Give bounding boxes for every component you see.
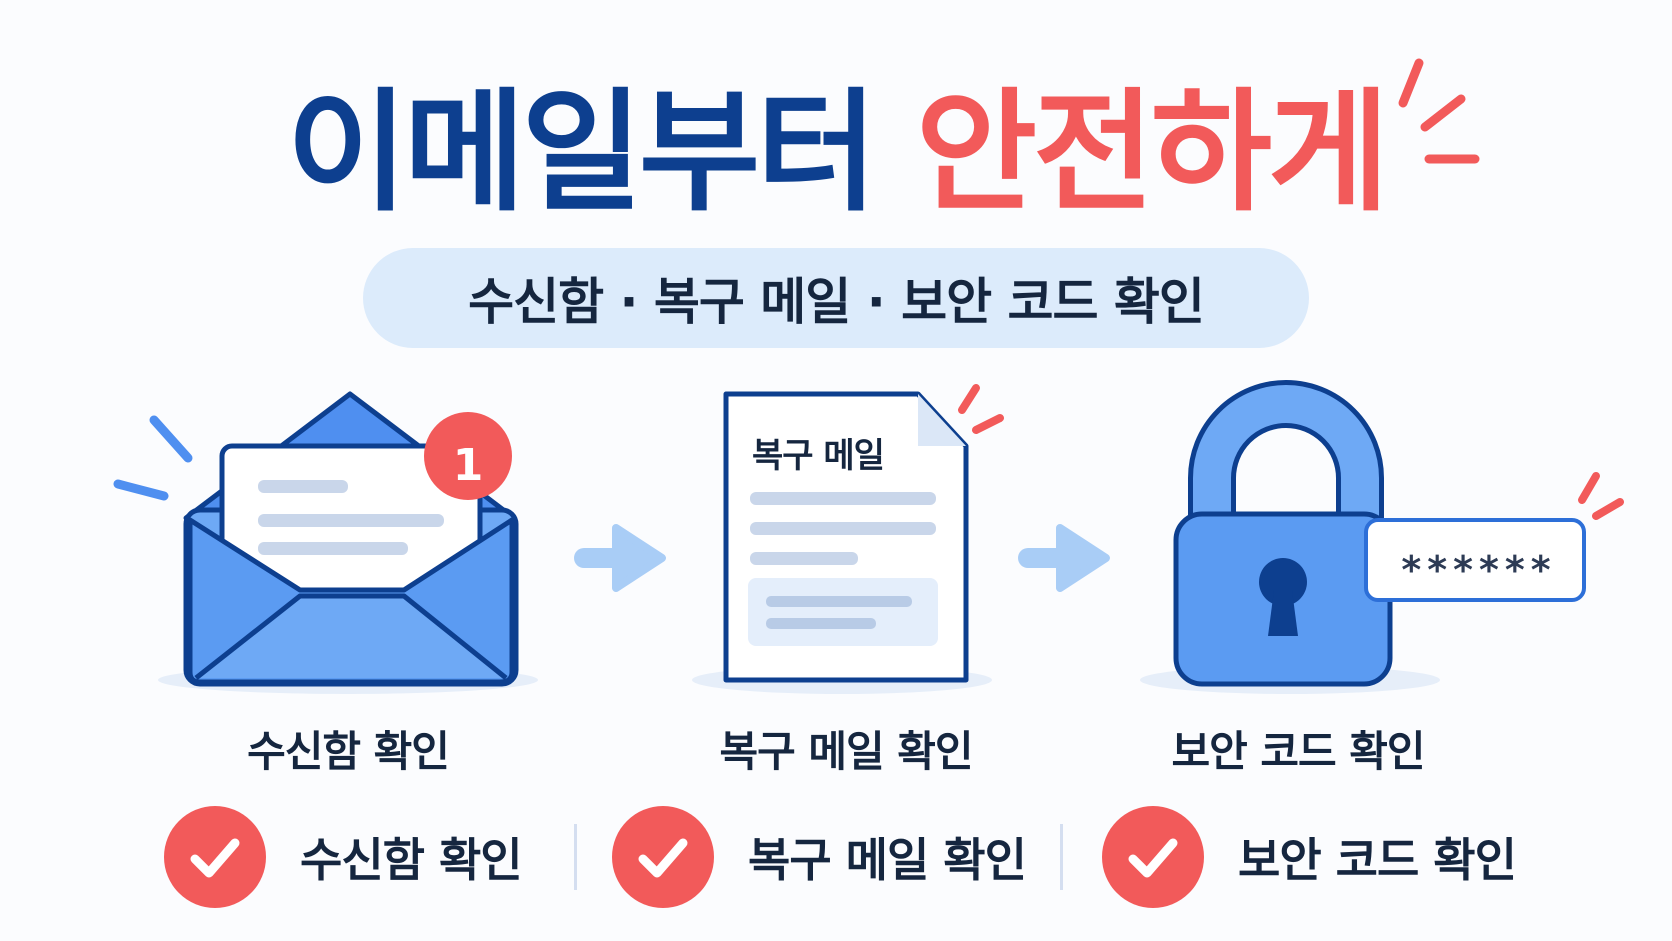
password-field: ****** — [1401, 548, 1557, 592]
checklist-item-recovery: 복구 메일 확인 — [612, 806, 1027, 908]
notification-badge: 1 — [452, 440, 484, 491]
check-icon — [612, 806, 714, 908]
arrow-icon-2 — [1018, 524, 1110, 592]
stage-label-recovery: 복구 메일 확인 — [719, 727, 973, 776]
checklist-item-inbox: 수신함 확인 — [164, 806, 523, 908]
checklist-item-security: 보안 코드 확인 — [1102, 806, 1517, 908]
stage-label-inbox: 수신함 확인 — [247, 727, 450, 776]
padlock-icon — [1140, 380, 1624, 694]
title-sparkle-icon — [1398, 58, 1480, 164]
document-icon — [692, 384, 1004, 694]
arrow-icon-1 — [574, 524, 666, 592]
checklist-divider-1 — [574, 824, 577, 890]
checklist-divider-2 — [1060, 824, 1063, 890]
stage-label-security: 보안 코드 확인 — [1171, 727, 1425, 776]
check-icon — [164, 806, 266, 908]
title-part-1: 이메일부터 — [286, 76, 878, 230]
check-icon — [1102, 806, 1204, 908]
subtitle-pill: 수신함 · 복구 메일 · 보안 코드 확인 — [363, 248, 1309, 348]
checklist-label: 수신함 확인 — [300, 833, 523, 887]
envelope-icon — [113, 391, 538, 694]
checklist-label: 보안 코드 확인 — [1238, 833, 1517, 887]
page-title: 이메일부터 안전하게 — [0, 78, 1672, 228]
title-part-2: 안전하게 — [915, 76, 1390, 230]
document-title: 복구 메일 — [752, 436, 885, 476]
checklist-label: 복구 메일 확인 — [748, 833, 1027, 887]
